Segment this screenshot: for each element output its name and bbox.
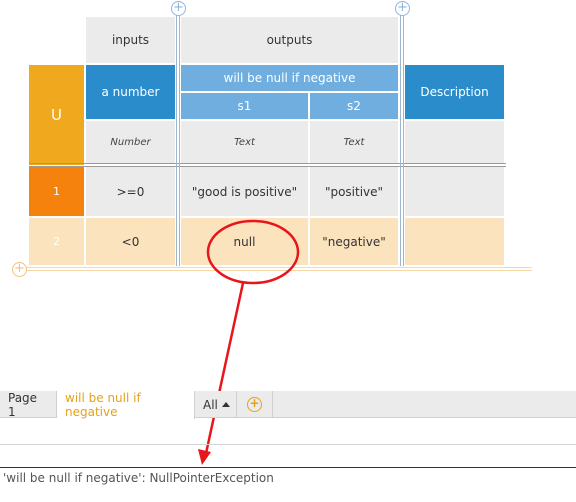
tab-all[interactable]: All <box>195 391 237 418</box>
arrow-line <box>203 282 245 459</box>
description-type-cell <box>405 121 504 163</box>
rule-number-cell[interactable]: 1 <box>29 167 84 216</box>
output-s1-type-cell[interactable]: Text <box>181 121 308 163</box>
table-cell-s1[interactable]: "good is positive" <box>181 167 308 216</box>
outputs-header: outputs <box>181 17 398 63</box>
column-separator[interactable] <box>176 10 177 266</box>
table-cell-input[interactable]: >=0 <box>86 167 175 216</box>
output-column-s2-header[interactable]: s2 <box>310 93 398 119</box>
panel-divider <box>0 467 576 468</box>
output-group-header[interactable]: will be null if negative <box>181 65 398 91</box>
hit-policy-label: U <box>51 106 62 124</box>
highlight-circle <box>206 219 300 285</box>
sheet-tab-bar: Page 1 will be null if negative All + <box>0 391 576 419</box>
input-type-cell[interactable]: Number <box>86 121 175 163</box>
output-column-s1-header[interactable]: s1 <box>181 93 308 119</box>
output-s2-type-cell[interactable]: Text <box>310 121 398 163</box>
add-rule-button[interactable]: + <box>12 262 27 277</box>
arrow-head <box>198 449 211 465</box>
plus-circle-icon: + <box>247 397 262 412</box>
description-header[interactable]: Description <box>405 65 504 119</box>
hit-policy-cell[interactable]: U <box>29 65 84 165</box>
header-separator <box>29 163 506 167</box>
inputs-header: inputs <box>86 17 175 63</box>
table-cell-s2[interactable]: "negative" <box>310 218 398 265</box>
input-column-header[interactable]: a number <box>86 65 175 119</box>
add-output-column-button[interactable]: + <box>395 1 410 16</box>
table-cell-description[interactable] <box>405 218 504 265</box>
rule-number-cell[interactable]: 2 <box>29 218 84 265</box>
table-cell-description[interactable] <box>405 167 504 216</box>
table-bottom-border <box>22 267 532 271</box>
tab-page-1[interactable]: Page 1 <box>0 391 57 419</box>
error-message: 'will be null if negative': NullPointerE… <box>3 471 274 485</box>
column-separator[interactable] <box>403 10 404 266</box>
add-sheet-button[interactable]: + <box>237 391 273 418</box>
table-cell-s1[interactable]: null <box>181 218 308 265</box>
table-cell-s2[interactable]: "positive" <box>310 167 398 216</box>
panel-divider <box>0 444 576 445</box>
add-input-column-button[interactable]: + <box>171 1 186 16</box>
column-separator[interactable] <box>400 10 401 266</box>
triangle-up-icon <box>221 402 230 407</box>
table-cell-input[interactable]: <0 <box>86 218 175 265</box>
column-separator[interactable] <box>179 10 180 266</box>
tab-will-be-null-if-negative[interactable]: will be null if negative <box>57 391 195 419</box>
